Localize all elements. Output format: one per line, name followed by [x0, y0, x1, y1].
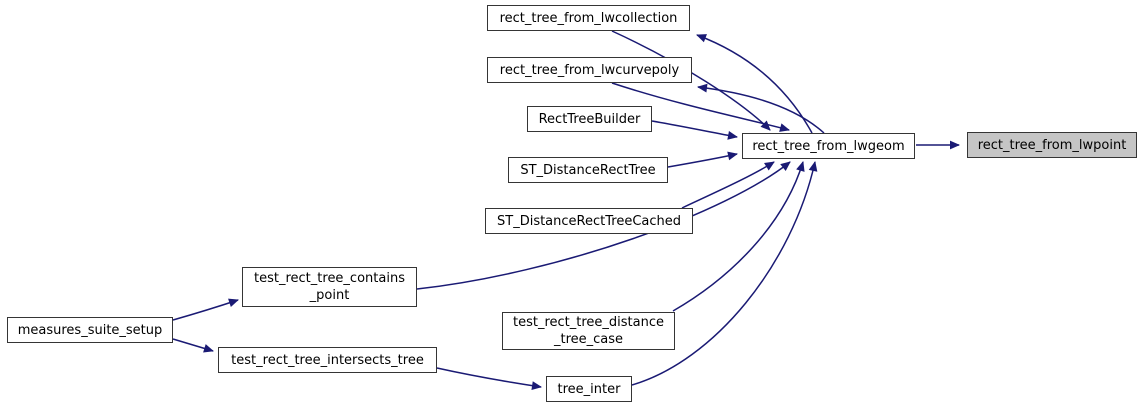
node-label: test_rect_tree_contains: [254, 271, 405, 286]
node-rect_tree_from_lwgeom[interactable]: rect_tree_from_lwgeom: [742, 133, 915, 159]
node-ST_DistanceRectTree[interactable]: ST_DistanceRectTree: [508, 157, 668, 183]
node-RectTreeBuilder[interactable]: RectTreeBuilder: [527, 106, 652, 132]
node-rect_tree_from_lwcurvepoly[interactable]: rect_tree_from_lwcurvepoly: [487, 57, 692, 83]
node-label: measures_suite_setup: [17, 322, 163, 338]
node-measures_suite_setup[interactable]: measures_suite_setup: [7, 317, 173, 343]
node-tree_inter[interactable]: tree_inter: [546, 376, 632, 402]
node-label: test_rect_tree_distance: [512, 315, 664, 330]
node-label: tree_inter: [557, 381, 621, 397]
edge-tree_inter--rect_tree_from_lwgeom: [631, 161, 818, 386]
edge-rect_tree_from_lwcurvepoly--rect_tree_from_lwgeom: [611, 82, 790, 132]
node-label: rect_tree_from_lwcurvepoly: [499, 62, 680, 78]
node-label: ST_DistanceRectTreeCached: [497, 213, 681, 229]
edge-measures_suite_setup--test_rect_tree_contains_point: [172, 298, 239, 321]
edge-rect_tree_from_lwcollection--rect_tree_from_lwgeom: [611, 30, 771, 131]
edge-rect_tree_from_lwgeom--rect_tree_from_lwcurvepoly: [697, 83, 825, 134]
node-label: rect_tree_from_lwpoint: [977, 137, 1127, 153]
edge-test_rect_tree_intersects_tree--tree_inter: [436, 367, 542, 391]
node-rect_tree_from_lwpoint[interactable]: rect_tree_from_lwpoint: [967, 132, 1137, 158]
edge-test_rect_tree_contains_point--rect_tree_from_lwgeom: [416, 161, 791, 290]
node-label: test_rect_tree_intersects_tree: [231, 352, 424, 368]
node-label: rect_tree_from_lwcollection: [499, 10, 678, 26]
node-label: ST_DistanceRectTree: [520, 162, 656, 178]
node-test_rect_tree_contains_point[interactable]: test_rect_tree_contains _point: [242, 267, 417, 307]
edge-ST_DistanceRectTreeCached--rect_tree_from_lwgeom: [681, 161, 775, 209]
node-test_rect_tree_distance_tree_case[interactable]: test_rect_tree_distance _tree_case: [502, 312, 675, 350]
edge-RectTreeBuilder--rect_tree_from_lwgeom: [651, 120, 738, 140]
node-test_rect_tree_intersects_tree[interactable]: test_rect_tree_intersects_tree: [218, 347, 437, 373]
node-label: rect_tree_from_lwgeom: [752, 138, 905, 154]
node-label: RectTreeBuilder: [538, 111, 641, 127]
edge-rect_tree_from_lwgeom--rect_tree_from_lwcollection: [696, 34, 813, 134]
edge-test_rect_tree_distance_tree_case--rect_tree_from_lwgeom: [672, 161, 805, 312]
edge-ST_DistanceRectTree--rect_tree_from_lwgeom: [667, 151, 738, 168]
node-ST_DistanceRectTreeCached[interactable]: ST_DistanceRectTreeCached: [485, 208, 693, 234]
node-rect_tree_from_lwcollection[interactable]: rect_tree_from_lwcollection: [487, 5, 690, 31]
edge-measures_suite_setup--test_rect_tree_intersects_tree: [172, 338, 214, 353]
node-label: _tree_case: [553, 332, 624, 347]
node-label: _point: [309, 288, 350, 303]
